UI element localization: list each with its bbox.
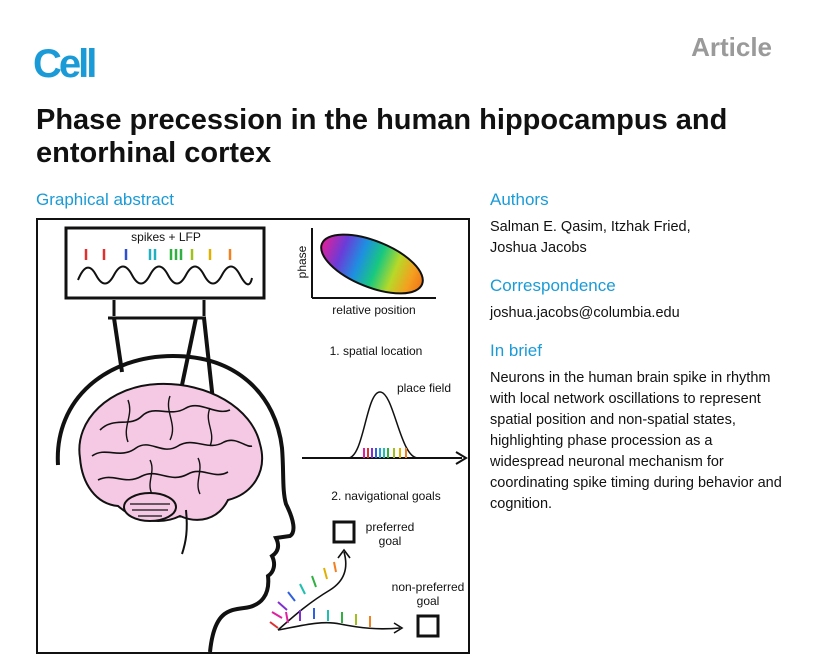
preferred-goal-line2: goal	[379, 534, 402, 548]
article-title: Phase precession in the human hippocampu…	[36, 104, 728, 169]
brainstem	[181, 509, 188, 555]
in-brief-heading: In brief	[490, 341, 542, 360]
spike-markers	[84, 249, 232, 260]
authors-section: Authors Salman E. Qasim, Itzhak Fried, J…	[490, 190, 790, 259]
cell-logo: Cell	[33, 42, 97, 86]
phase-axis-label: phase	[295, 245, 309, 278]
non-preferred-goal-box	[416, 614, 440, 638]
in-brief-section: In brief Neurons in the human brain spik…	[490, 341, 790, 515]
lfp-monitor	[64, 226, 266, 300]
in-brief-text: Neurons in the human brain spike in rhyt…	[490, 370, 782, 512]
non-preferred-goal-line2: goal	[417, 594, 440, 608]
place-field-label: place field	[397, 381, 451, 395]
spikes-lfp-label: spikes + LFP	[131, 230, 201, 244]
non-preferred-goal-line1: non-preferred	[392, 580, 465, 594]
place-field-spikes	[363, 448, 407, 458]
authors-line2: Joshua Jacobs	[490, 240, 587, 256]
non-preferred-path-spikes	[269, 608, 371, 629]
authors-heading: Authors	[490, 190, 549, 209]
preferred-path-spikes	[271, 561, 337, 619]
preferred-goal-box	[332, 520, 356, 544]
correspondence-section: Correspondence joshua.jacobs@columbia.ed…	[490, 276, 790, 324]
spatial-location-label: 1. spatial location	[330, 344, 423, 358]
phase-position-ellipse	[320, 233, 424, 295]
place-field-curve	[347, 391, 419, 459]
non-preferred-path	[277, 621, 401, 631]
graphical-abstract-figure: spikes + LFP	[36, 218, 470, 654]
position-axis-label: relative position	[332, 303, 415, 317]
navigational-goals-label: 2. navigational goals	[331, 489, 440, 503]
authors-line1: Salman E. Qasim, Itzhak Fried,	[490, 219, 691, 235]
lfp-wave	[77, 265, 253, 286]
preferred-goal-line1: preferred	[366, 520, 415, 534]
graphical-abstract-svg: spikes + LFP	[55, 226, 468, 652]
cerebellum	[123, 492, 177, 522]
preferred-path	[277, 551, 347, 631]
head-silhouette	[55, 353, 296, 652]
graphical-abstract-heading: Graphical abstract	[36, 190, 174, 209]
correspondence-heading: Correspondence	[490, 276, 616, 295]
correspondence-email-link[interactable]: joshua.jacobs@columbia.edu	[490, 305, 680, 321]
article-type-label: Article	[691, 32, 772, 62]
brain-illustration	[78, 382, 264, 555]
